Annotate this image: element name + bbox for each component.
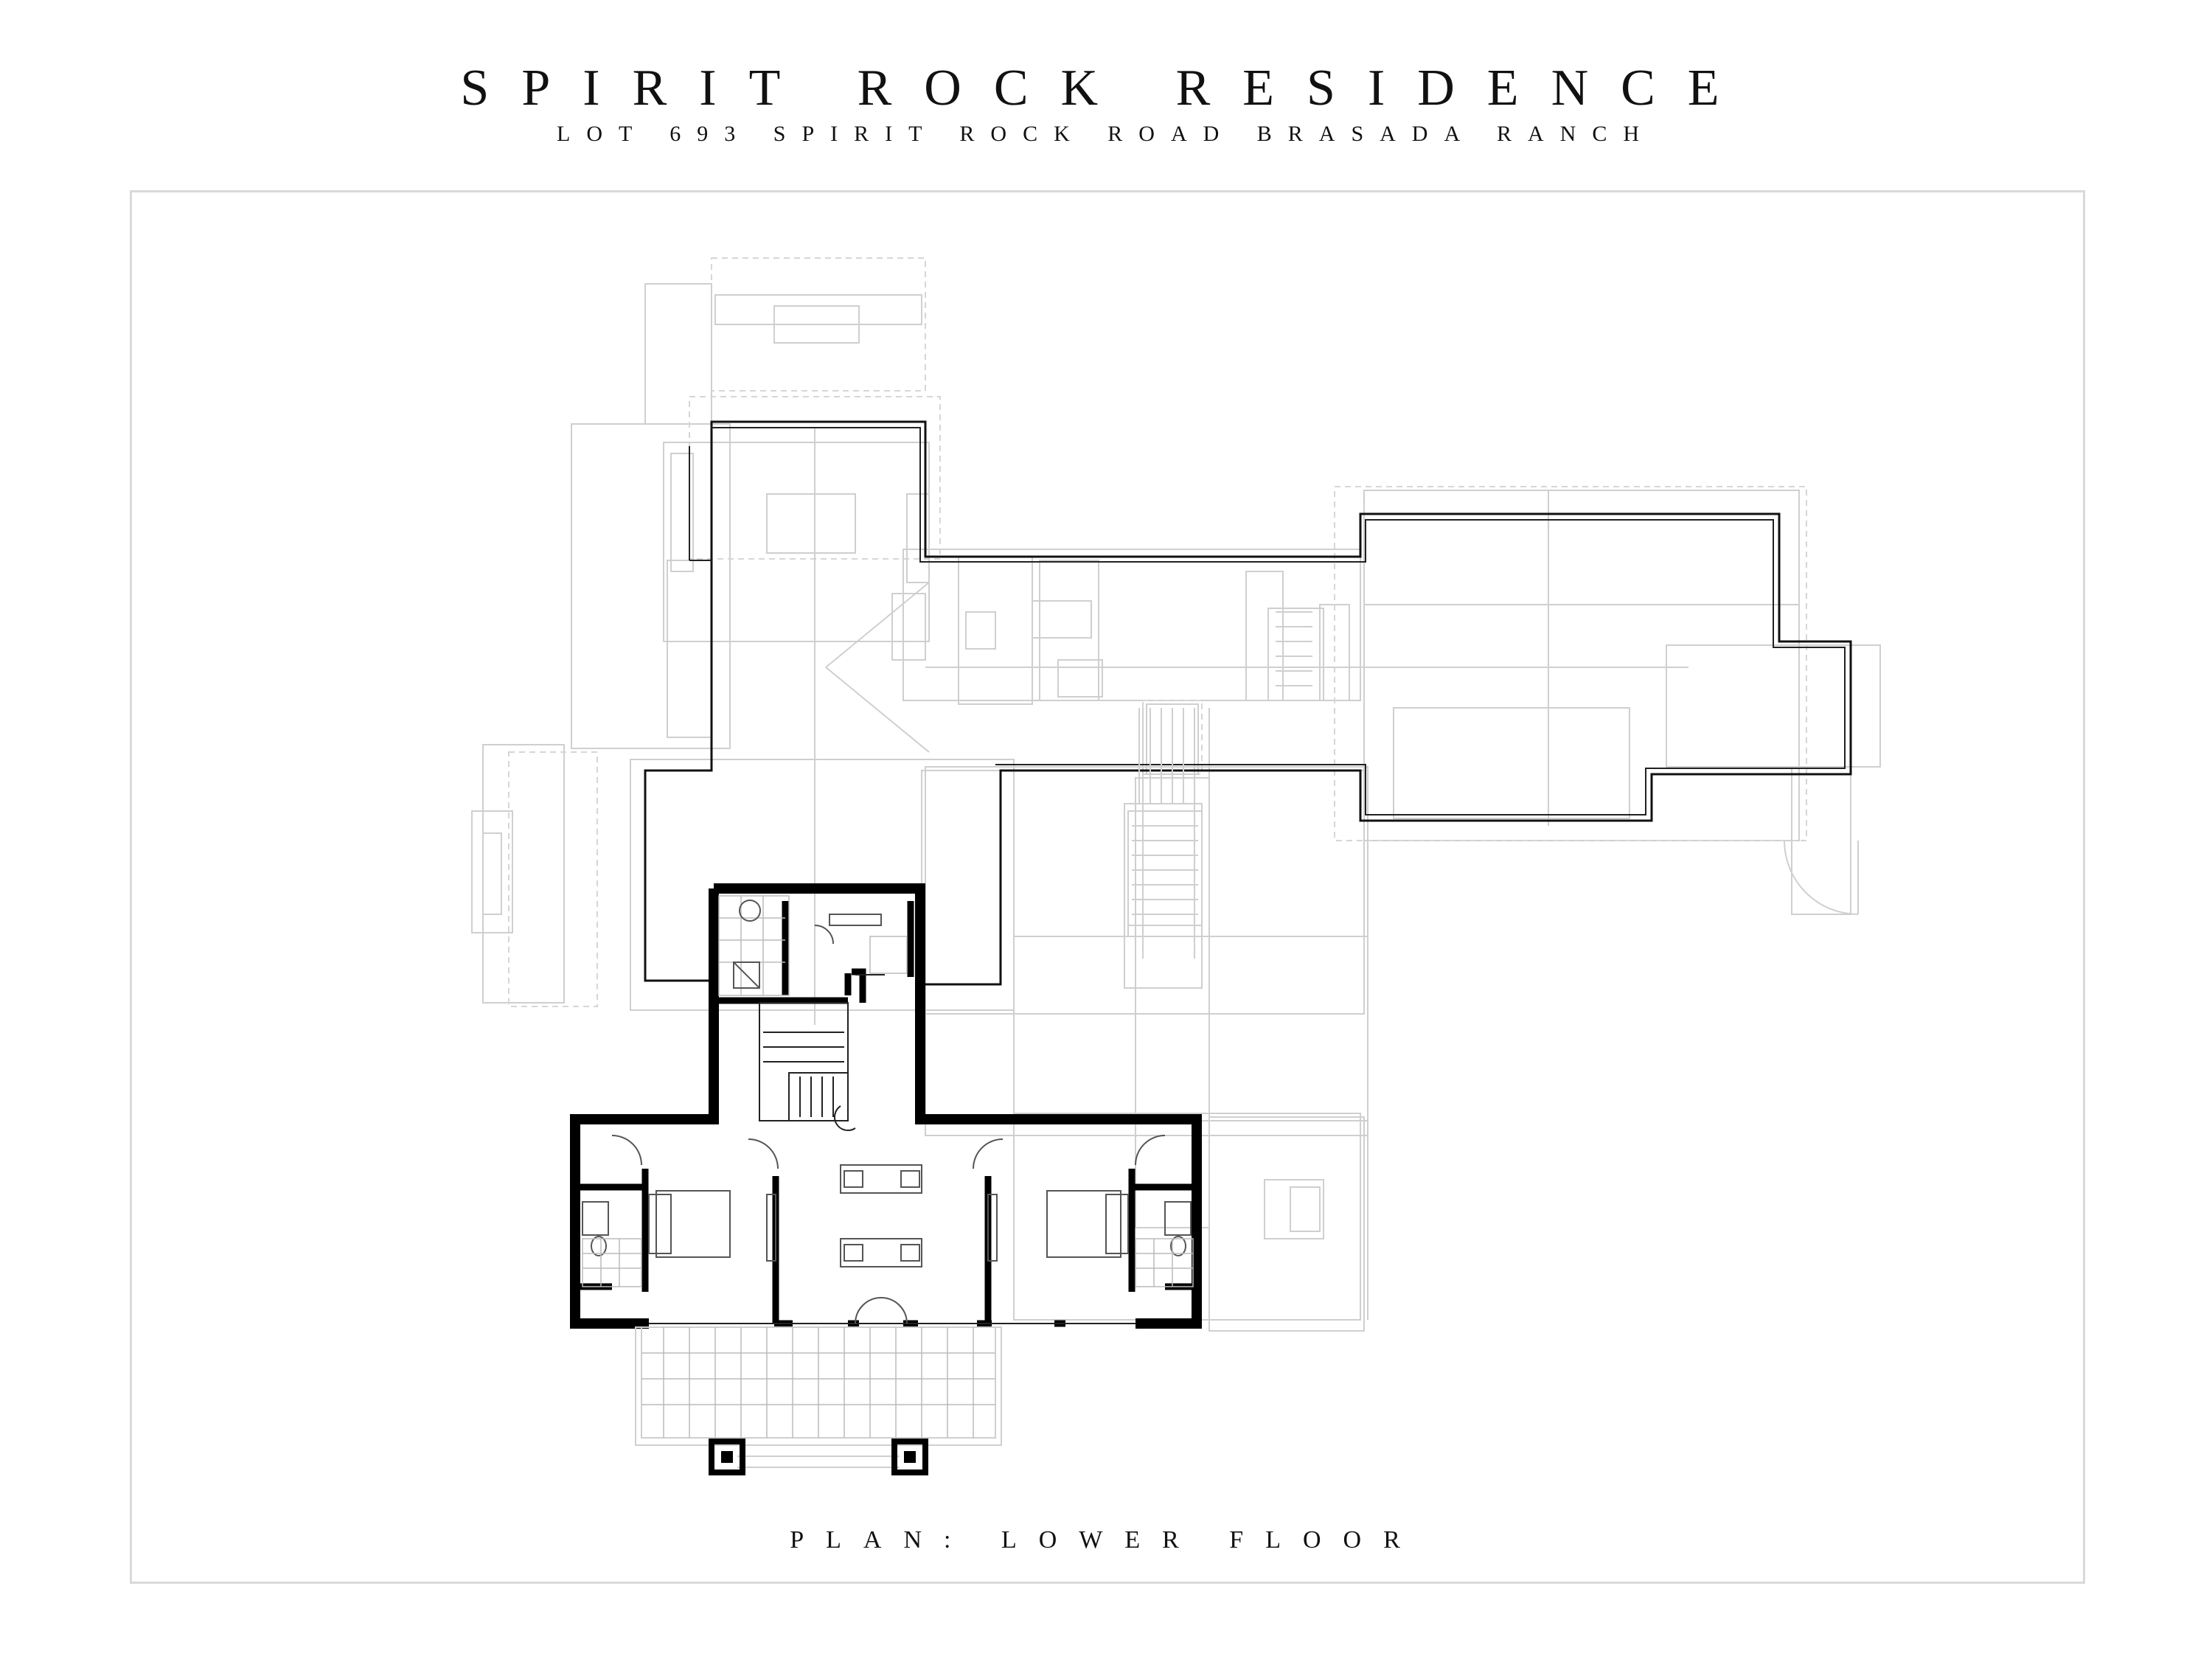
drawing-subtitle: LOT 693 SPIRIT ROCK ROAD BRASADA RANCH xyxy=(557,122,1655,146)
upper-bathroom xyxy=(718,895,908,996)
ghost-context-lines xyxy=(471,257,1881,1332)
plan-caption: PLAN: LOWER FLOOR xyxy=(790,1526,1422,1554)
lower-floor-stair xyxy=(759,1002,856,1132)
lower-floor-walls xyxy=(570,883,1202,1329)
central-room-furniture xyxy=(840,1164,922,1324)
drawing-frame xyxy=(130,190,2085,1584)
lower-terrace xyxy=(635,1326,1002,1475)
bedroom-left xyxy=(582,1135,779,1287)
bedroom-right xyxy=(973,1135,1194,1287)
stairs-ghost xyxy=(1127,611,1312,937)
upper-floor-outline xyxy=(644,420,1852,986)
drawing-title: SPIRIT ROCK RESIDENCE xyxy=(460,60,1752,116)
